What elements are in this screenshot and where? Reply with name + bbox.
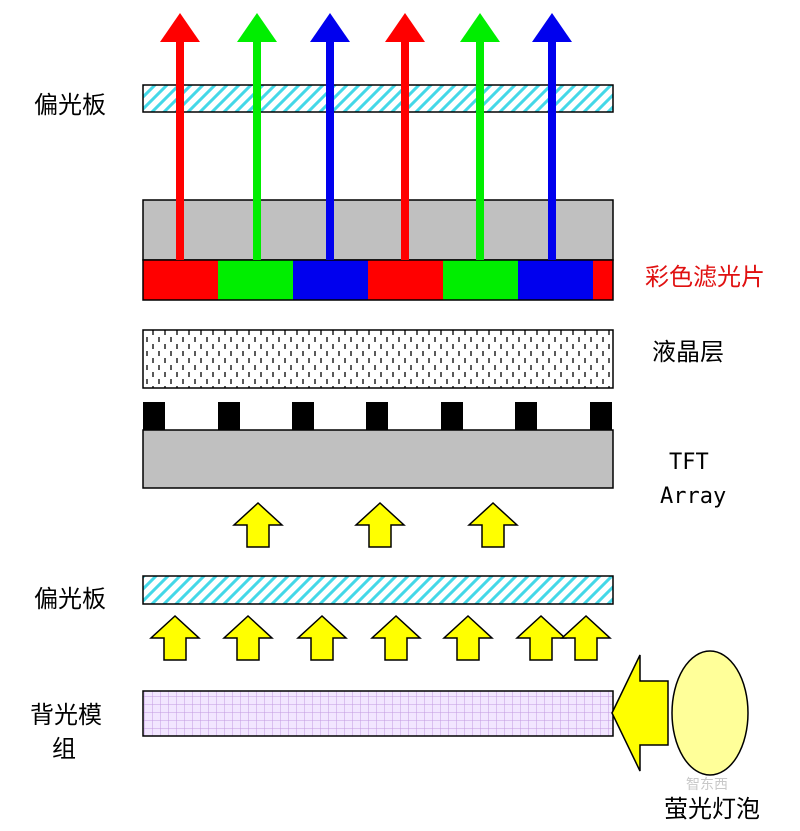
- color-filter-glass: [142, 199, 614, 261]
- tft-electrode-pad: [590, 402, 612, 430]
- tft-electrode-pad: [366, 402, 388, 430]
- tft-array-glass: [142, 429, 614, 489]
- light-arrows-middle: [232, 501, 519, 548]
- color-filter-segment-blue: [293, 260, 368, 300]
- lamp-arrow-left: [611, 654, 669, 772]
- light-beam-head-red: [160, 13, 200, 42]
- yellow-up-arrow: [467, 501, 519, 548]
- fluorescent-lamp: [671, 650, 749, 776]
- label-liquid-crystal: 液晶层: [652, 338, 724, 366]
- label-backlight-line2: 组: [52, 735, 76, 763]
- color-filter-segment-red: [593, 260, 613, 300]
- yellow-up-arrow: [354, 501, 406, 548]
- light-beams: [160, 13, 572, 260]
- yellow-up-arrow: [296, 614, 348, 661]
- label-lamp: 萤光灯泡: [664, 795, 760, 823]
- watermark: 智东西: [686, 777, 728, 793]
- light-beam-head-blue: [310, 13, 350, 42]
- light-beam-blue: [548, 38, 556, 260]
- yellow-up-arrow: [149, 614, 201, 661]
- color-filter-segment-green: [218, 260, 293, 300]
- tft-electrode-pad: [218, 402, 240, 430]
- yellow-up-arrow: [370, 614, 422, 661]
- light-beam-red: [401, 38, 409, 260]
- color-filter-segment-green: [443, 260, 518, 300]
- top-polarizer: [142, 84, 614, 113]
- yellow-up-arrow: [222, 614, 274, 661]
- tft-electrodes: [143, 402, 612, 430]
- color-filter-segment-red: [143, 260, 218, 300]
- backlight-module: [142, 690, 614, 737]
- tft-electrode-pad: [441, 402, 463, 430]
- tft-electrode-pad: [515, 402, 537, 430]
- label-tft: TFT: [669, 450, 709, 475]
- light-beam-head-green: [460, 13, 500, 42]
- color-filter-segment-red: [368, 260, 443, 300]
- light-beam-green: [253, 38, 261, 260]
- light-beam-head-blue: [532, 13, 572, 42]
- yellow-up-arrow: [560, 614, 612, 661]
- light-beam-red: [176, 38, 184, 260]
- yellow-up-arrow: [232, 501, 284, 548]
- tft-electrode-pad: [292, 402, 314, 430]
- bottom-polarizer: [142, 575, 614, 605]
- light-beam-blue: [326, 38, 334, 260]
- light-beam-green: [476, 38, 484, 260]
- label-color-filter: 彩色滤光片: [645, 263, 765, 291]
- light-arrows-bottom: [149, 614, 612, 661]
- label-array: Array: [660, 484, 727, 509]
- color-filter-segment-blue: [518, 260, 593, 300]
- label-polarizer-bottom: 偏光板: [34, 585, 106, 613]
- label-backlight-line1: 背光模: [30, 701, 102, 729]
- light-beam-head-red: [385, 13, 425, 42]
- yellow-up-arrow: [442, 614, 494, 661]
- yellow-up-arrow: [515, 614, 567, 661]
- liquid-crystal-layer: [142, 329, 614, 389]
- label-polarizer-top: 偏光板: [34, 91, 106, 119]
- light-beam-head-green: [237, 13, 277, 42]
- tft-electrode-pad: [143, 402, 165, 430]
- color-filter-segments: [142, 259, 614, 301]
